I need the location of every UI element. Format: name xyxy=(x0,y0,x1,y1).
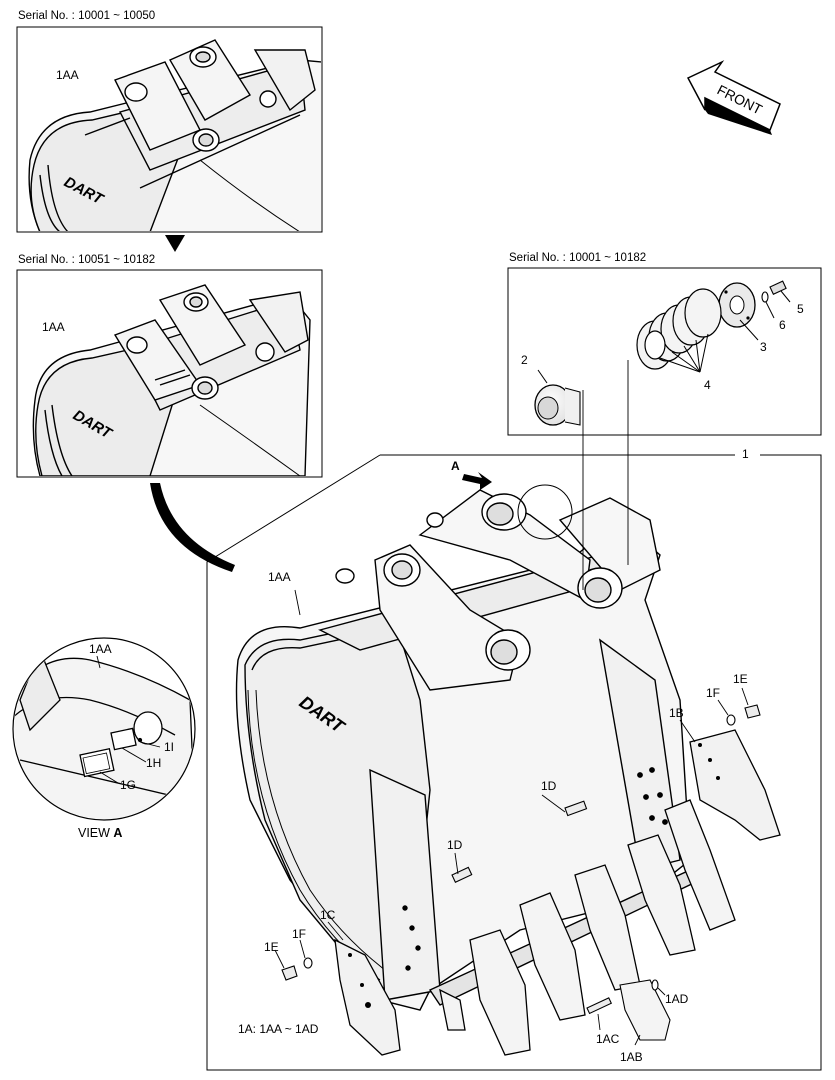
main-frame xyxy=(206,454,822,1071)
leader-lines xyxy=(274,360,749,1046)
callout-1e-left: 1E xyxy=(264,940,279,954)
serial-label-middle: Serial No. : 10051 ~ 10182 xyxy=(18,254,156,266)
tooth-1ab xyxy=(619,979,671,1041)
callout-6: 6 xyxy=(779,318,786,332)
small-parts xyxy=(281,704,761,1041)
bolt-part-5 xyxy=(769,280,787,295)
plate-part-3 xyxy=(718,282,756,328)
callout-1f-left: 1F xyxy=(292,927,307,941)
washer-part-6 xyxy=(761,291,769,303)
callout-1aa-top: 1AA xyxy=(56,68,79,82)
teeth xyxy=(439,799,736,1056)
bucket-assembly xyxy=(235,489,702,1011)
callout-1ab: 1AB xyxy=(620,1050,643,1064)
washer-1f-left xyxy=(303,957,313,969)
callout-1d-left: 1D xyxy=(447,838,463,852)
inset-pin xyxy=(507,267,822,436)
serial-label-top: Serial No. : 10001 ~ 10050 xyxy=(18,10,156,22)
callout-1: 1 xyxy=(739,447,752,461)
pin-1ac xyxy=(586,997,613,1015)
callout-1aa-view: 1AA xyxy=(89,642,112,656)
callout-1f-right: 1F xyxy=(706,686,721,700)
inset-middle: DART xyxy=(16,269,323,478)
callout-5: 5 xyxy=(797,302,804,316)
view-a-arrow-icon xyxy=(462,472,492,490)
callout-1d-right: 1D xyxy=(541,779,557,793)
front-arrow-icon: FRONT xyxy=(686,60,781,135)
callout-2: 2 xyxy=(521,353,528,367)
callout-1g: 1G xyxy=(120,778,137,792)
callout-1ad: 1AD xyxy=(665,992,689,1006)
view-a-marker: A xyxy=(451,459,460,473)
nut-1e-left xyxy=(281,965,298,981)
pin-part-2 xyxy=(534,384,581,426)
bolt-1d-right xyxy=(564,800,588,817)
serial-label-pin: Serial No. : 10001 ~ 10182 xyxy=(509,252,647,264)
callout-3: 3 xyxy=(760,340,767,354)
nut-1e-right xyxy=(744,704,761,719)
callout-1aa-main: 1AA xyxy=(268,570,291,584)
rivet-1i xyxy=(137,737,143,743)
plate-1h xyxy=(110,727,137,751)
view-caption-letter: A xyxy=(113,826,123,840)
callout-4: 4 xyxy=(704,378,711,392)
lock-1ad xyxy=(651,979,659,991)
callout-1aa-middle: 1AA xyxy=(42,320,65,334)
detail-circle xyxy=(517,484,573,540)
assembly-note: 1A: 1AA ~ 1AD xyxy=(238,1022,319,1036)
callout-1h: 1H xyxy=(146,756,162,770)
inset-top: DART xyxy=(16,26,323,233)
callout-1b: 1B xyxy=(669,706,684,720)
down-arrow-icon xyxy=(165,235,185,252)
view-caption-prefix: VIEW xyxy=(78,826,114,840)
curved-arrow-icon xyxy=(150,483,235,572)
side-cutter-left xyxy=(334,938,401,1056)
view-a-detail xyxy=(12,637,196,821)
callout-1i: 1I xyxy=(164,740,175,754)
washer-1f-right xyxy=(726,714,736,726)
callout-1e-right: 1E xyxy=(733,672,748,686)
callout-1c: 1C xyxy=(320,908,336,922)
view-a-caption: VIEW A xyxy=(78,826,122,840)
bolt-1d-left xyxy=(451,866,473,883)
side-cutter-right xyxy=(689,729,781,841)
shims-part-4 xyxy=(636,288,722,370)
callout-1ac: 1AC xyxy=(596,1032,620,1046)
